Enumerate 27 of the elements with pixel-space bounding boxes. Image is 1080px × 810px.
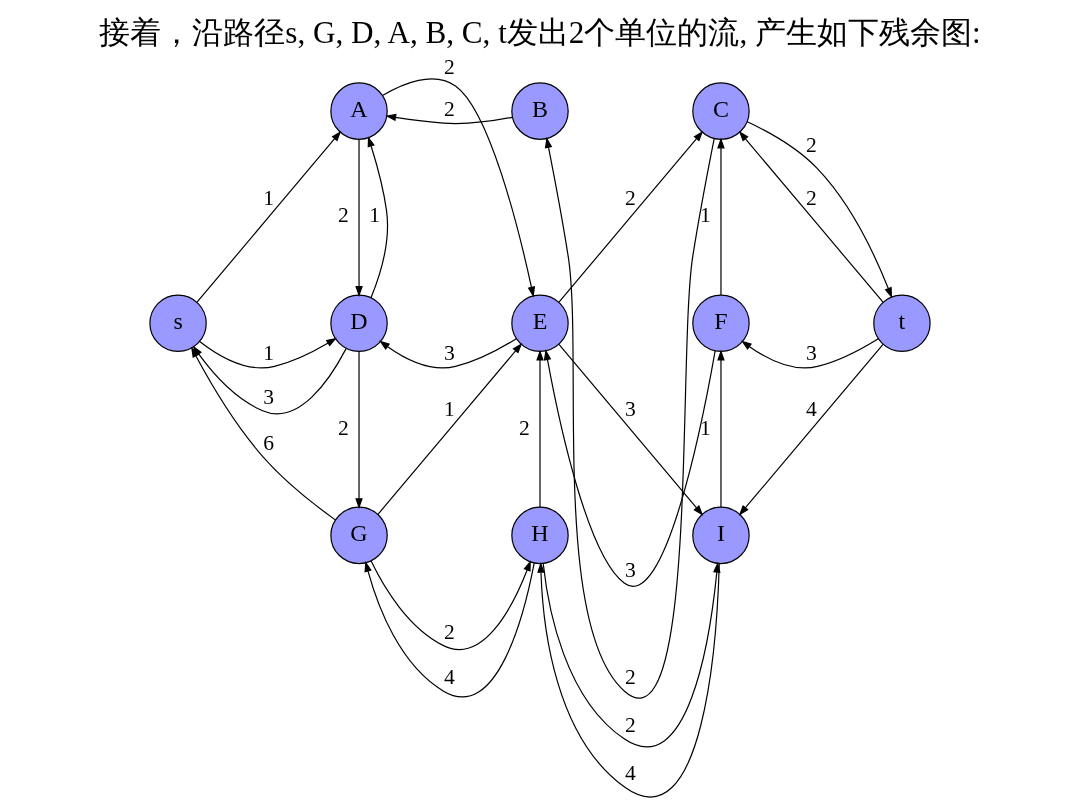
edge-label: 2 [338, 415, 349, 440]
edge-label: 2 [444, 619, 455, 644]
edge-label: 6 [263, 430, 274, 455]
edge-label: 2 [444, 55, 455, 80]
edge-label: 2 [625, 186, 636, 211]
edge-label: 3 [263, 385, 274, 410]
edge-label: 2 [338, 203, 349, 228]
edge-label: 3 [444, 340, 455, 365]
edge-label: 4 [625, 761, 636, 786]
edge-label: 2 [625, 713, 636, 738]
edge-label: 4 [444, 665, 455, 690]
edge-label: 1 [699, 203, 711, 228]
edge-label: 1 [263, 186, 274, 211]
edge-label: 2 [625, 665, 636, 690]
edge-label: 1 [369, 203, 381, 228]
edge-label: 1 [444, 397, 455, 422]
edge-label: 2 [519, 415, 530, 440]
edge-label: 2 [806, 133, 817, 158]
edge-label: 3 [625, 557, 636, 582]
edge-label: 1 [699, 415, 711, 440]
edge-label: 2 [806, 186, 817, 211]
edge-label: 3 [806, 340, 817, 365]
edge-label: 3 [625, 397, 636, 422]
edge-label: 4 [806, 397, 817, 422]
diagram-title: 接着，沿路径s, G, D, A, B, C, t发出2个单位的流, 产生如下残余图: [99, 14, 981, 50]
edge-label: 1 [263, 340, 274, 365]
edge-label: 2 [444, 97, 455, 122]
